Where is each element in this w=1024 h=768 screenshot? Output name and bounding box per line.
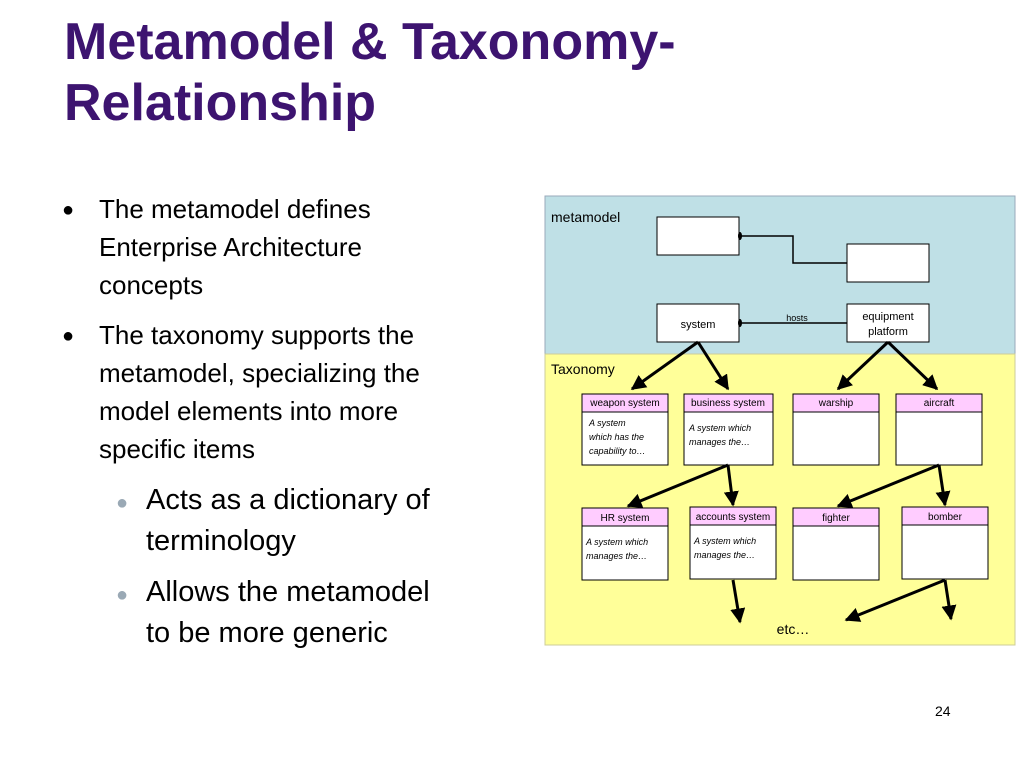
metamodel-box-top-right (846, 243, 930, 283)
equipment-platform-box (846, 303, 930, 343)
specialization-arrow (696, 341, 730, 391)
aircraft-title: aircraft (924, 398, 955, 409)
hosts-label: hosts (786, 313, 808, 323)
etc-label: etc… (777, 621, 810, 637)
sub-bullet-text: Allows the metamodel (146, 576, 430, 608)
metamodel-box-top-left (656, 216, 740, 256)
bullet-text: Enterprise Architecture (99, 232, 363, 262)
specialization-arrow (723, 464, 739, 507)
accounts-system-desc: manages the… (694, 550, 755, 560)
hr-system-title: HR system (601, 513, 650, 524)
specialization-arrow (941, 579, 957, 621)
metamodel-connector (739, 235, 847, 264)
sub-bullet-text: Acts as a dictionary of (146, 484, 430, 516)
aircraft-box: aircraft (895, 393, 983, 466)
slide-title: Metamodel & Taxonomy- Relationship (64, 12, 676, 134)
warship-box: warship (792, 393, 880, 466)
specialization-arrow (886, 340, 939, 391)
connector-end-icon (738, 319, 742, 327)
bullet-list: ● The metamodel defines Enterprise Archi… (62, 190, 502, 664)
bullet-item: ● The taxonomy supports the metamodel, s… (62, 316, 502, 468)
equipment-label-2: platform (868, 326, 908, 338)
title-line-1: Metamodel & Taxonomy- (64, 13, 676, 71)
business-system-box: business system A system which manages t… (683, 393, 774, 466)
specialization-arrow (836, 463, 940, 508)
specialization-arrow (626, 463, 729, 508)
fighter-box: fighter (792, 507, 880, 581)
bullet-text: specific items (99, 434, 256, 464)
business-system-desc: manages the… (689, 437, 750, 447)
weapon-system-desc: capability to… (589, 446, 646, 456)
hr-system-box: HR system A system which manages the… (581, 507, 669, 581)
specialization-arrow (935, 464, 951, 507)
accounts-system-title: accounts system (696, 512, 770, 523)
connector-end-icon (738, 232, 742, 240)
fighter-title: fighter (822, 513, 850, 524)
specialization-arrow (630, 340, 699, 391)
bomber-title: bomber (928, 512, 963, 523)
weapon-system-desc: A system (588, 418, 626, 428)
bullet-dot-icon: ● (62, 199, 75, 221)
bullet-text: metamodel, specializing the (99, 358, 420, 388)
system-label: system (681, 319, 716, 331)
specialization-arrow (730, 579, 746, 624)
sub-bullet-text: to be more generic (146, 617, 388, 649)
bullet-text: The taxonomy supports the (99, 320, 415, 350)
sub-bullet-item: ● Acts as a dictionary of terminology (62, 480, 502, 562)
page-number: 24 (935, 703, 951, 719)
sub-bullet-dot-icon: ● (116, 584, 129, 606)
sub-bullet-dot-icon: ● (116, 492, 129, 514)
taxonomy-label: Taxonomy (551, 361, 615, 377)
metamodel-label: metamodel (551, 209, 620, 225)
title-line-2: Relationship (64, 74, 377, 132)
bullet-text: model elements into more (99, 396, 399, 426)
accounts-system-box: accounts system A system which manages t… (689, 506, 777, 580)
weapon-system-title: weapon system (589, 398, 659, 409)
warship-title: warship (818, 398, 854, 409)
weapon-system-desc: which has the (589, 432, 644, 442)
equipment-label-1: equipment (862, 311, 913, 323)
weapon-system-box: weapon system A system which has the cap… (581, 393, 669, 466)
hr-system-desc: A system which (585, 537, 648, 547)
bullet-text: concepts (99, 270, 204, 300)
metamodel-panel (544, 195, 1016, 355)
bullet-dot-icon: ● (62, 325, 75, 347)
sub-bullet-text: terminology (146, 525, 296, 557)
bullet-item: ● The metamodel defines Enterprise Archi… (62, 190, 502, 304)
sub-bullet-item: ● Allows the metamodel to be more generi… (62, 572, 502, 654)
bullet-text: The metamodel defines (99, 194, 371, 224)
business-system-desc: A system which (688, 423, 751, 433)
system-box (656, 303, 740, 343)
specialization-arrow (844, 578, 946, 622)
bomber-box: bomber (901, 506, 989, 580)
business-system-title: business system (691, 398, 765, 409)
hr-system-desc: manages the… (586, 551, 647, 561)
specialization-arrow (836, 340, 890, 391)
accounts-system-desc: A system which (693, 536, 756, 546)
